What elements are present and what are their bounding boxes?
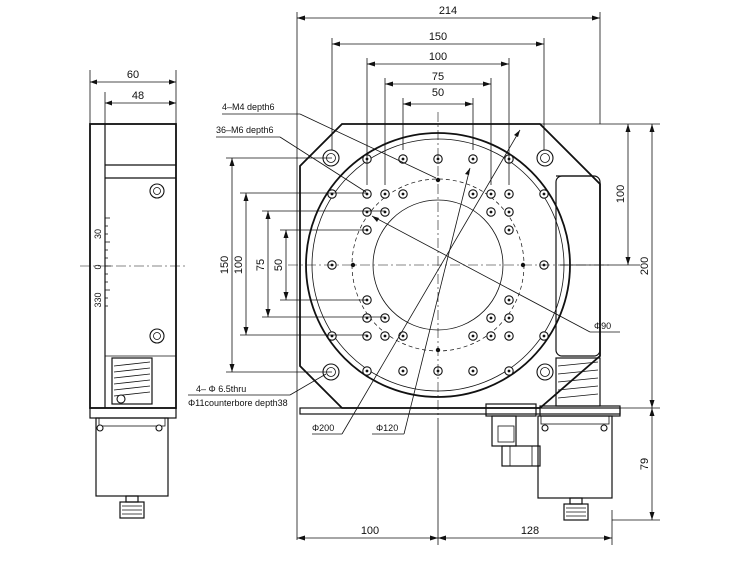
housing-outline — [299, 123, 601, 409]
m6-hole-center — [507, 228, 511, 232]
m6-hole-center — [471, 192, 475, 196]
scale-label-30: 30 — [93, 229, 103, 239]
side-screw-bottom — [149, 328, 165, 344]
m6-hole-center — [471, 157, 475, 161]
dim-50: 50 — [432, 87, 444, 99]
m6-hole-grid — [327, 154, 549, 376]
scale-label-330: 330 — [93, 292, 103, 307]
m6-hole-center — [365, 369, 369, 373]
dim-right-200: 200 — [639, 257, 651, 275]
m6-hole-center — [507, 369, 511, 373]
m6-hole-center — [507, 298, 511, 302]
m6-hole-center — [401, 369, 405, 373]
dim-left-50: 50 — [273, 259, 285, 271]
m6-hole-center — [383, 192, 387, 196]
dim-side-60: 60 — [127, 69, 139, 81]
side-view: 30 0 330 — [80, 123, 186, 519]
side-motor — [95, 417, 169, 519]
m6-hole-center — [507, 334, 511, 338]
front-motor — [537, 415, 613, 521]
m6-hole-center — [383, 334, 387, 338]
right-dimensions: 100 200 79 — [540, 123, 660, 521]
side-screw-top — [149, 183, 165, 199]
top-dimensions: 214 150 100 75 50 — [296, 5, 601, 540]
m6-hole-center — [401, 157, 405, 161]
angle-scale: 30 0 330 — [93, 215, 111, 315]
m6-hole-center — [507, 316, 511, 320]
m6-hole-center — [436, 157, 440, 161]
m6-hole-center — [401, 192, 405, 196]
m6-hole-center — [542, 334, 546, 338]
side-dimensions: 60 48 — [89, 69, 177, 124]
note-phi200: Φ200 — [312, 423, 334, 433]
note-phi120: Φ120 — [376, 423, 398, 433]
dim-left-150: 150 — [219, 256, 231, 274]
leader-notes: 4–M4 depth6 36–M6 depth6 4– Φ 6.5thru Φ1… — [188, 102, 620, 435]
m6-hole-center — [507, 210, 511, 214]
m6-hole-center — [401, 334, 405, 338]
m6-hole-center — [471, 369, 475, 373]
dim-214: 214 — [439, 5, 457, 17]
sensor-connector — [485, 403, 541, 467]
front-worm-gear — [555, 357, 601, 407]
note-thru-line1: 4– Φ 6.5thru — [196, 384, 246, 394]
dim-75: 75 — [432, 71, 444, 83]
front-view — [288, 112, 621, 521]
scale-label-0: 0 — [93, 264, 103, 269]
m6-hole-center — [542, 192, 546, 196]
dim-100: 100 — [429, 51, 447, 63]
m6-hole-center — [489, 210, 493, 214]
m6-hole-center — [489, 316, 493, 320]
m6-hole-center — [471, 334, 475, 338]
dim-bottom-128: 128 — [521, 525, 539, 537]
note-m6: 36–M6 depth6 — [216, 125, 274, 135]
note-phi90: Φ90 — [594, 321, 611, 331]
note-m4: 4–M4 depth6 — [222, 102, 275, 112]
dim-side-48: 48 — [132, 90, 144, 102]
dim-right-100: 100 — [615, 185, 627, 203]
dim-bottom-100: 100 — [361, 525, 379, 537]
bottom-dimensions: 100 128 — [297, 418, 613, 545]
m6-hole-center — [507, 192, 511, 196]
left-dimensions: 150 100 75 50 — [219, 157, 385, 373]
dim-left-100: 100 — [233, 256, 245, 274]
side-worm-gear — [111, 357, 153, 405]
dim-150: 150 — [429, 31, 447, 43]
dim-right-79: 79 — [639, 458, 651, 470]
m6-hole-center — [489, 334, 493, 338]
dim-left-75: 75 — [255, 259, 267, 271]
note-thru-line2: Φ11counterbore depth38 — [188, 398, 288, 408]
m6-hole-center — [489, 192, 493, 196]
